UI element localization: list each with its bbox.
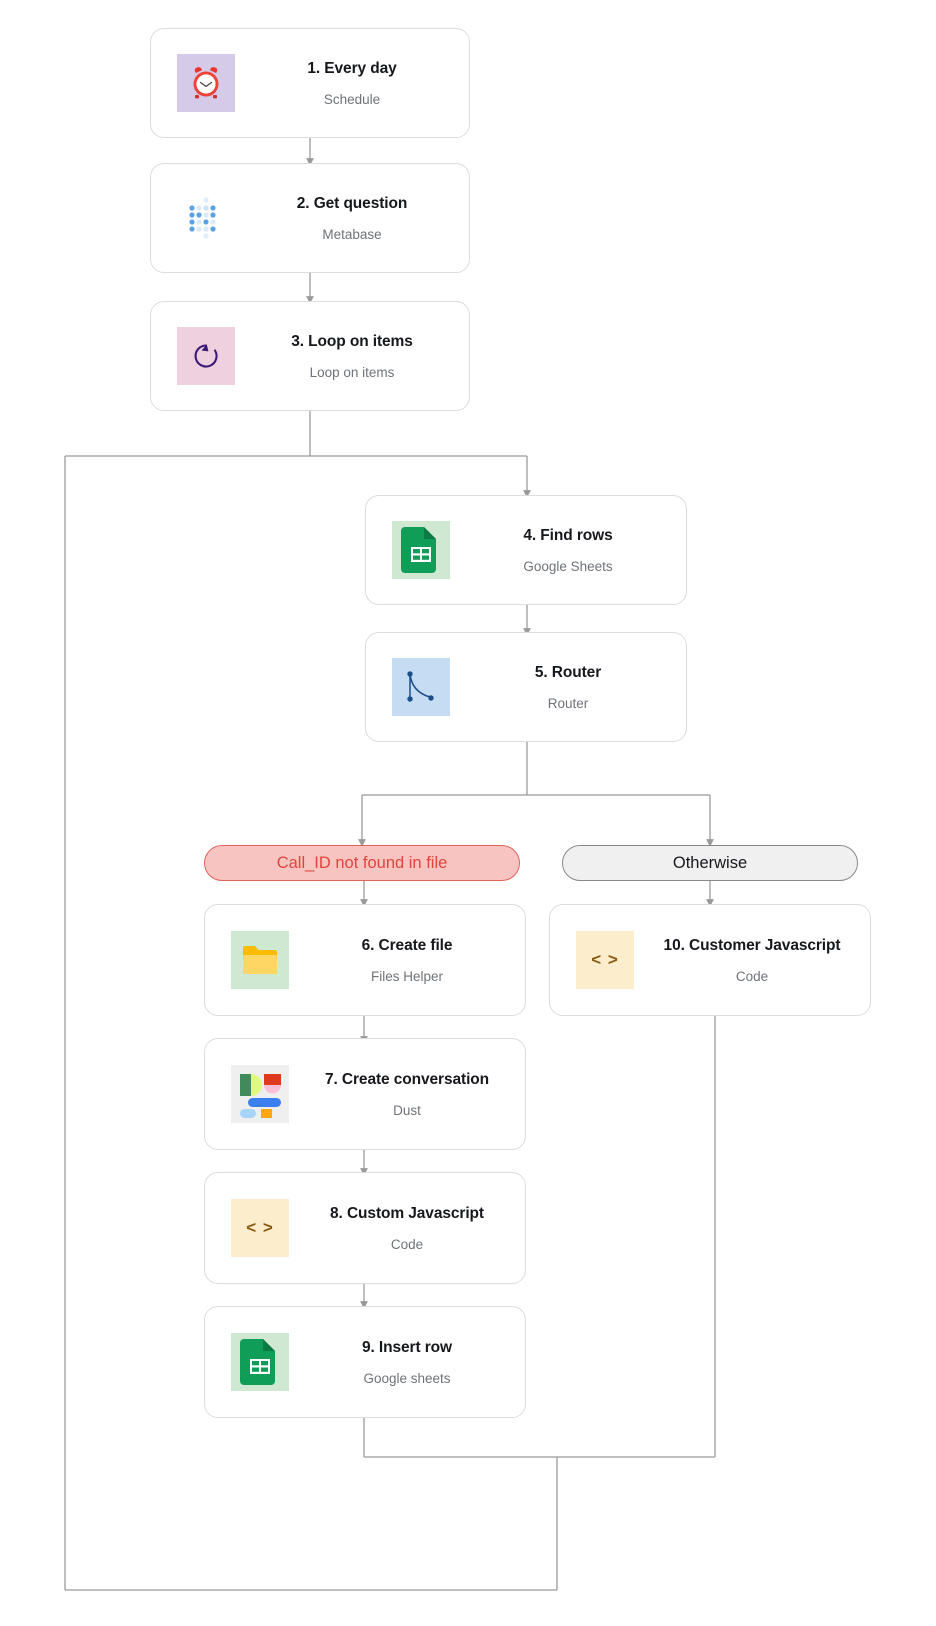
folder-icon	[231, 931, 289, 989]
node-title: 8. Custom Javascript	[330, 1204, 484, 1222]
node-label-group: 3. Loop on items Loop on items	[235, 333, 469, 380]
code-brackets-glyph: < >	[591, 950, 619, 969]
node-card-create-file[interactable]: 6. Create file Files Helper	[204, 904, 526, 1016]
node-subtitle: Loop on items	[309, 364, 395, 380]
code-brackets-icon: < >	[576, 931, 634, 989]
node-subtitle: Schedule	[323, 91, 381, 107]
node-title: 1. Every day	[307, 59, 397, 77]
node-card-insert-row[interactable]: 9. Insert row Google sheets	[204, 1306, 526, 1418]
branch-pill-otherwise[interactable]: Otherwise	[562, 845, 858, 881]
node-card-get-question[interactable]: 2. Get question Metabase	[150, 163, 470, 273]
node-label-group: 10. Customer Javascript Code	[634, 937, 870, 984]
node-title: 10. Customer Javascript	[663, 936, 841, 954]
node-subtitle: Router	[547, 695, 589, 711]
node-subtitle: Files Helper	[370, 968, 444, 984]
node-card-router[interactable]: 5. Router Router	[365, 632, 687, 742]
node-title: 4. Find rows	[523, 526, 613, 544]
node-subtitle: Code	[390, 1236, 424, 1252]
node-title: 7. Create conversation	[324, 1070, 490, 1088]
node-title: 6. Create file	[361, 936, 453, 954]
node-card-find-rows[interactable]: 4. Find rows Google Sheets	[365, 495, 687, 605]
node-subtitle: Metabase	[322, 226, 382, 242]
metabase-dots-icon	[177, 189, 235, 247]
loop-arrow-icon	[177, 327, 235, 385]
node-card-customer-javascript[interactable]: < > 10. Customer Javascript Code	[549, 904, 871, 1016]
code-brackets-glyph: < >	[246, 1218, 274, 1237]
node-label-group: 2. Get question Metabase	[235, 195, 469, 242]
node-label-group: 4. Find rows Google Sheets	[450, 527, 686, 574]
google-sheets-icon	[231, 1333, 289, 1391]
node-label-group: 1. Every day Schedule	[235, 60, 469, 107]
node-title: 3. Loop on items	[291, 332, 413, 350]
node-label-group: 5. Router Router	[450, 664, 686, 711]
router-branch-icon	[392, 658, 450, 716]
node-subtitle: Code	[735, 968, 769, 984]
node-label-group: 8. Custom Javascript Code	[289, 1205, 525, 1252]
branch-pill-call-id-not-found[interactable]: Call_ID not found in file	[204, 845, 520, 881]
dust-logo-icon	[231, 1065, 289, 1123]
node-card-every-day[interactable]: 1. Every day Schedule	[150, 28, 470, 138]
node-title: 9. Insert row	[361, 1338, 452, 1356]
node-card-loop-on-items[interactable]: 3. Loop on items Loop on items	[150, 301, 470, 411]
node-subtitle: Google sheets	[363, 1370, 451, 1386]
google-sheets-icon	[392, 521, 450, 579]
node-subtitle: Google Sheets	[523, 558, 613, 574]
node-title: 2. Get question	[296, 194, 408, 212]
branch-pill-label: Call_ID not found in file	[276, 853, 448, 872]
node-label-group: 7. Create conversation Dust	[289, 1071, 525, 1118]
alarm-clock-icon	[177, 54, 235, 112]
node-subtitle: Dust	[393, 1102, 421, 1118]
node-card-custom-javascript[interactable]: < > 8. Custom Javascript Code	[204, 1172, 526, 1284]
node-label-group: 9. Insert row Google sheets	[289, 1339, 525, 1386]
node-title: 5. Router	[534, 663, 602, 681]
code-brackets-icon: < >	[231, 1199, 289, 1257]
node-card-create-conversation[interactable]: 7. Create conversation Dust	[204, 1038, 526, 1150]
node-label-group: 6. Create file Files Helper	[289, 937, 525, 984]
branch-pill-label: Otherwise	[672, 853, 748, 872]
